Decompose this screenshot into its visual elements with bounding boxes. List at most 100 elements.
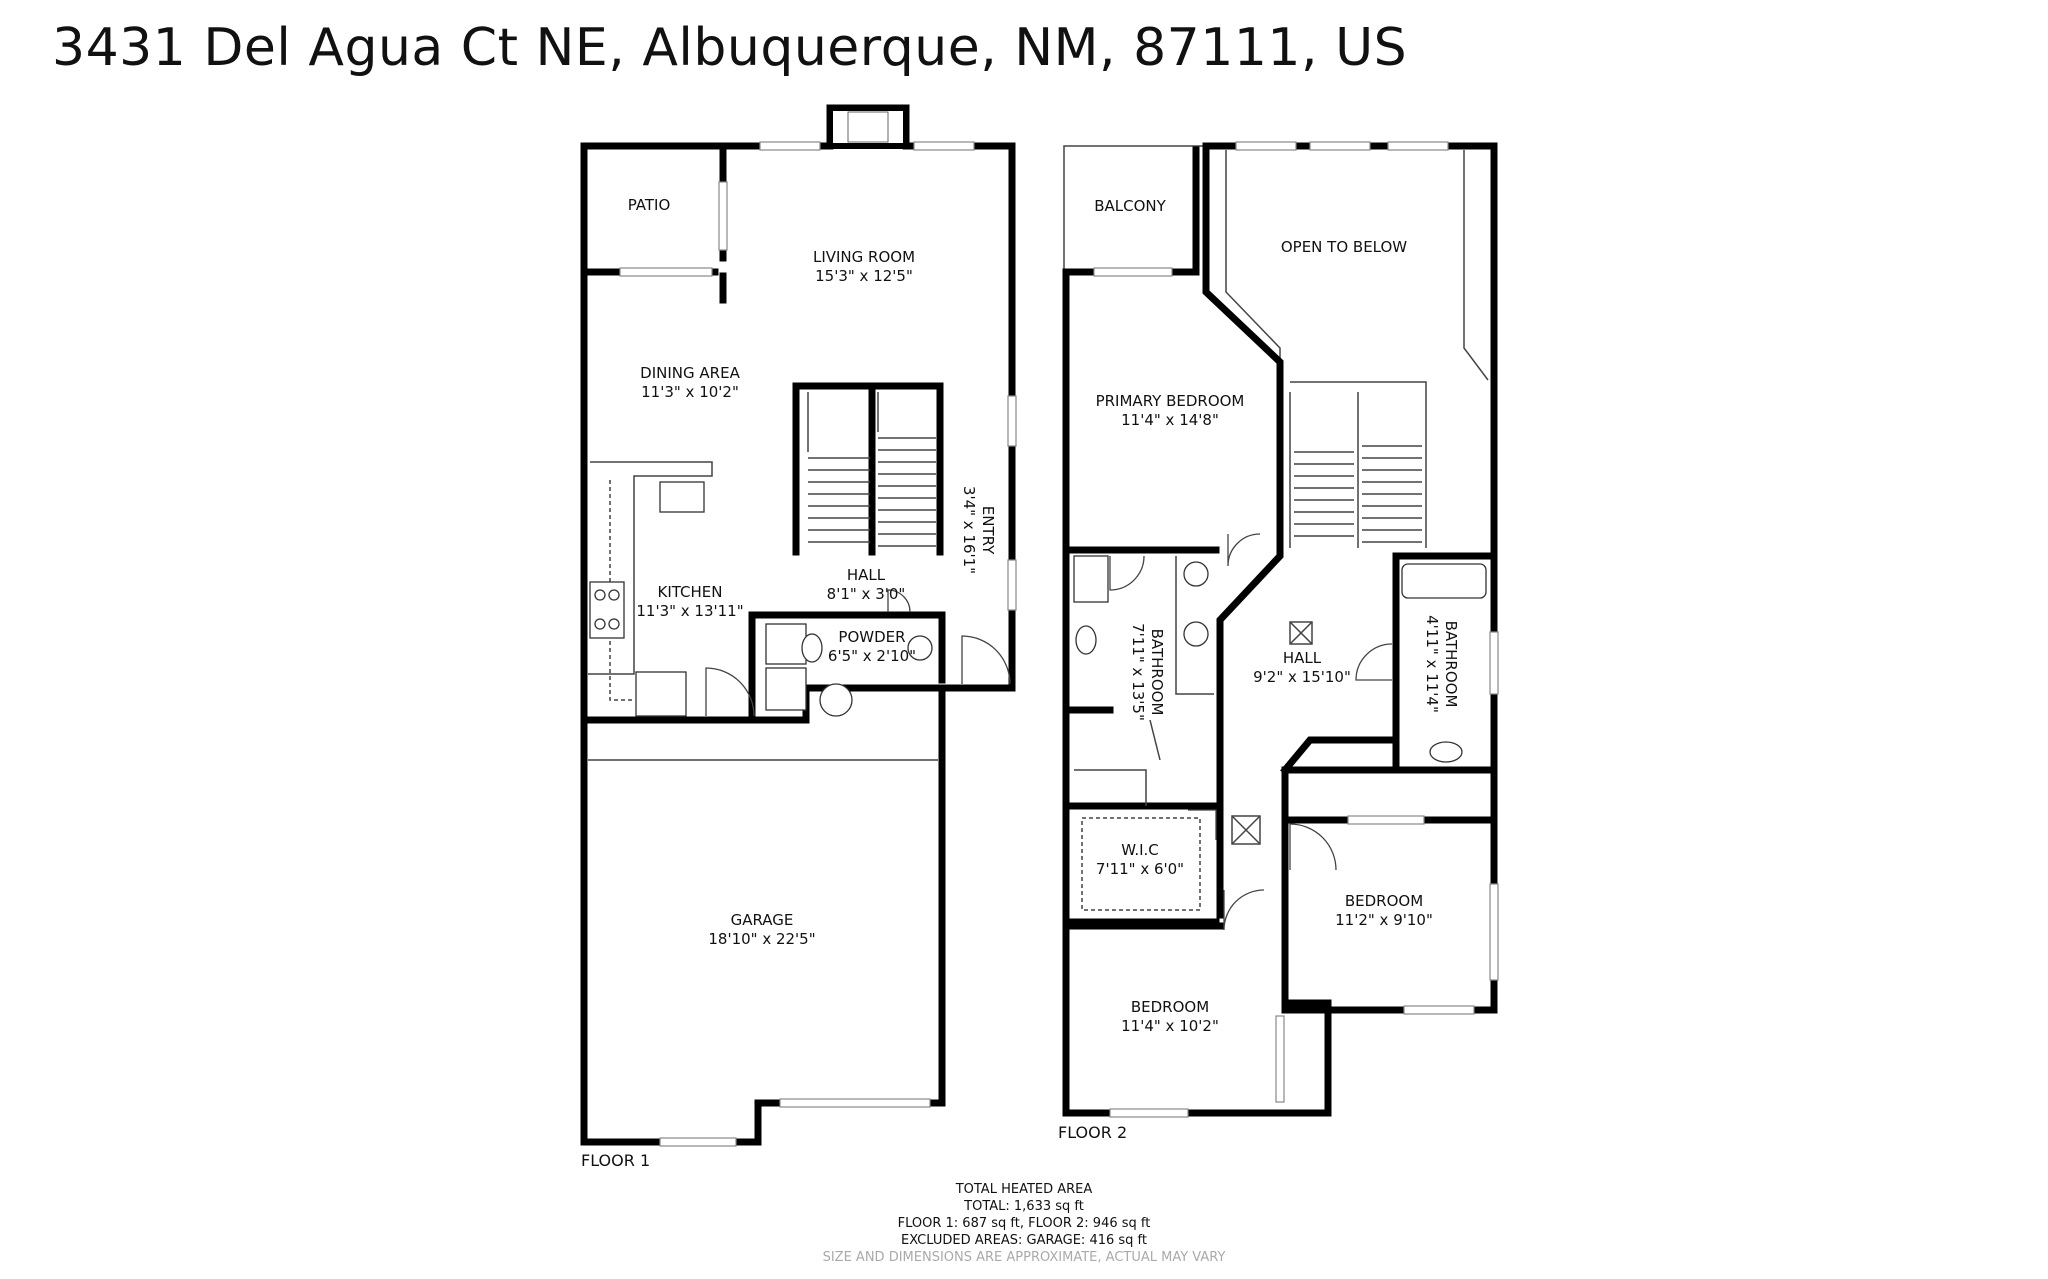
skylight bbox=[1289, 621, 1313, 645]
kitchen-door-swing bbox=[705, 667, 755, 717]
room-name-powder: POWDER bbox=[838, 628, 905, 646]
window bbox=[1109, 1108, 1189, 1118]
room-dims-hall-1: 8'1" x 3'0" bbox=[827, 585, 906, 603]
room-name-living: LIVING ROOM bbox=[813, 248, 915, 266]
room-dims-garage: 18'10" x 22'5" bbox=[708, 930, 815, 948]
room-dims-entry: 3'4" x 16'1" bbox=[960, 486, 978, 574]
bathtub bbox=[1401, 563, 1487, 599]
shower bbox=[1074, 719, 1161, 806]
bath-door-swing bbox=[1109, 555, 1145, 591]
room-name-patio: PATIO bbox=[628, 196, 671, 214]
room-name-kitchen: KITCHEN bbox=[658, 583, 723, 601]
garage-door bbox=[779, 1098, 931, 1108]
room-dims-dining: 11'3" x 10'2" bbox=[641, 383, 739, 401]
room-name-bed-right: BEDROOM bbox=[1345, 892, 1423, 910]
room-name-bed-bottom: BEDROOM bbox=[1131, 998, 1209, 1016]
window bbox=[1489, 631, 1499, 695]
window bbox=[1007, 559, 1017, 611]
window bbox=[759, 141, 821, 151]
primary-toilet bbox=[1075, 625, 1097, 655]
entry-door-swing bbox=[961, 635, 1011, 685]
room-name-wic: W.I.C bbox=[1121, 841, 1159, 859]
floor-2-labels: BALCONY OPEN TO BELOW PRIMARY BEDROOM 11… bbox=[1058, 197, 1460, 1142]
summary-heading: TOTAL HEATED AREA bbox=[955, 1182, 1093, 1197]
sliding-door bbox=[718, 181, 728, 251]
summary-total: TOTAL: 1,633 sq ft bbox=[964, 1199, 1084, 1214]
room-dims-living: 15'3" x 12'5" bbox=[815, 267, 913, 285]
primary-door-swing bbox=[1227, 533, 1261, 567]
sliding-door bbox=[1093, 267, 1173, 277]
hall-bath-door-swing bbox=[1355, 643, 1393, 681]
window bbox=[1309, 141, 1371, 151]
floor-1-stairs bbox=[807, 392, 936, 547]
range-stove bbox=[589, 581, 625, 639]
room-name-hall-1: HALL bbox=[847, 566, 886, 584]
window bbox=[1387, 141, 1449, 151]
stair-rail-2 bbox=[1289, 381, 1427, 548]
room-dims-wic: 7'11" x 6'0" bbox=[1096, 860, 1184, 878]
sliding-door bbox=[619, 267, 713, 277]
room-name-open-below: OPEN TO BELOW bbox=[1281, 238, 1407, 256]
room-dims-bed-right: 11'2" x 9'10" bbox=[1335, 911, 1433, 929]
water-heater bbox=[819, 683, 853, 717]
summary-floors: FLOOR 1: 687 sq ft, FLOOR 2: 946 sq ft bbox=[897, 1216, 1151, 1231]
room-name-balcony: BALCONY bbox=[1094, 197, 1166, 215]
powder-sink bbox=[907, 635, 933, 661]
room-dims-powder: 6'5" x 2'10" bbox=[828, 647, 916, 665]
fireplace-hearth bbox=[847, 111, 889, 143]
room-name-garage: GARAGE bbox=[731, 911, 794, 929]
kitchen-sink bbox=[659, 481, 705, 513]
room-name-hall-2: HALL bbox=[1283, 649, 1322, 667]
room-name-primary: PRIMARY BEDROOM bbox=[1096, 392, 1245, 410]
room-dims-hall-2: 9'2" x 15'10" bbox=[1253, 668, 1351, 686]
primary-sink-1 bbox=[1183, 561, 1209, 587]
bed-bottom-door-swing bbox=[1223, 889, 1265, 931]
room-name-dining: DINING AREA bbox=[640, 364, 740, 382]
window bbox=[1275, 1015, 1285, 1103]
room-name-hall-bath: BATHROOM bbox=[1442, 621, 1460, 708]
linen bbox=[1073, 555, 1109, 603]
primary-sink-2 bbox=[1183, 621, 1209, 647]
window bbox=[1007, 395, 1017, 447]
room-dims-hall-bath: 4'11" x 11'4" bbox=[1423, 615, 1441, 713]
floor-1-plan bbox=[580, 104, 1017, 1147]
kitchen-counter bbox=[588, 461, 713, 675]
room-name-entry: ENTRY bbox=[979, 506, 997, 555]
powder-door-swing bbox=[887, 589, 911, 613]
kitchen-counter-dash bbox=[609, 480, 634, 701]
primary-hall-wall bbox=[1202, 146, 1284, 919]
property-address: 3431 Del Agua Ct NE, Albuquerque, NM, 87… bbox=[52, 18, 1408, 78]
window bbox=[1235, 141, 1297, 151]
floor-2-plan bbox=[1062, 141, 1499, 1118]
floor-1-labels: PATIO LIVING ROOM 15'3" x 12'5" DINING A… bbox=[581, 196, 997, 1170]
floor-2-stairs bbox=[1294, 445, 1422, 543]
room-dims-kitchen: 11'3" x 13'11" bbox=[636, 602, 743, 620]
powder-toilet bbox=[801, 633, 823, 663]
bed-right-door-swing bbox=[1289, 823, 1337, 871]
closet-rod bbox=[1081, 817, 1201, 911]
hall-bottom-walls bbox=[1280, 736, 1400, 1007]
summary-disclaimer: SIZE AND DIMENSIONS ARE APPROXIMATE, ACT… bbox=[822, 1250, 1226, 1265]
window bbox=[1403, 1005, 1475, 1015]
floor-1-label: FLOOR 1 bbox=[581, 1151, 650, 1170]
hall-bath-sink bbox=[1429, 741, 1463, 763]
refrigerator bbox=[635, 671, 687, 717]
dryer bbox=[765, 667, 807, 711]
window bbox=[1347, 815, 1425, 825]
window bbox=[913, 141, 975, 151]
balcony-railing bbox=[1063, 145, 1204, 272]
wic-door-swing bbox=[1188, 809, 1217, 840]
floor-2-label: FLOOR 2 bbox=[1058, 1123, 1127, 1142]
area-summary: TOTAL HEATED AREA TOTAL: 1,633 sq ft FLO… bbox=[0, 1181, 2048, 1266]
stair-enclosure bbox=[792, 382, 944, 556]
room-name-primary-bath: BATHROOM bbox=[1148, 629, 1166, 716]
summary-excluded: EXCLUDED AREAS: GARAGE: 416 sq ft bbox=[900, 1233, 1147, 1248]
vanity-counter bbox=[1175, 556, 1214, 695]
washer bbox=[765, 623, 807, 665]
attic-access bbox=[1231, 815, 1261, 845]
room-dims-bed-bottom: 11'4" x 10'2" bbox=[1121, 1017, 1219, 1035]
window bbox=[659, 1137, 737, 1147]
room-dims-primary: 11'4" x 14'8" bbox=[1121, 411, 1219, 429]
window bbox=[1489, 883, 1499, 981]
